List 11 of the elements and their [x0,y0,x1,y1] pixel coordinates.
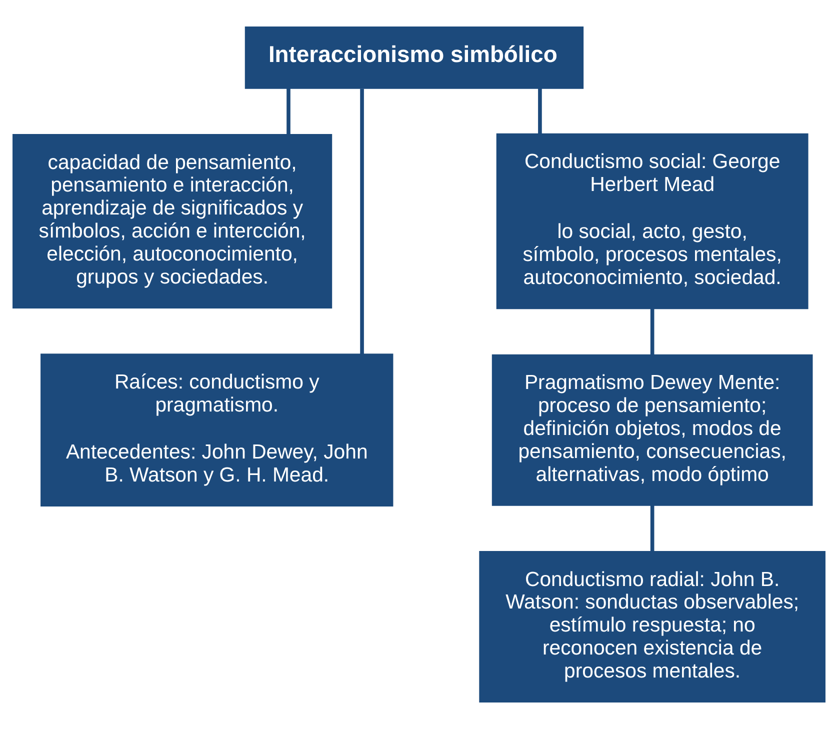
connector [650,506,654,552]
node-box: Interaccionismo simbólico [244,26,584,89]
connector [650,308,654,355]
connector [360,88,364,354]
node-box: Conductismo social: George Herbert Mead lo social, acto, gesto, símbolo, procesos mentales, autoconocimiento, sociedad. [496,133,808,310]
node-box: Raíces: conductismo y pragmatismo. Antecedentes: John Dewey, John B. Watson y G. H. Mead. [40,354,394,506]
node-box: Conductismo radial: John B. Watson: sonductas observables; estímulo respuesta; no reconocen existencia de procesos mentales. [479,551,826,703]
node-box: capacidad de pensamiento, pensamiento e interacción, aprendizaje de significados y símbolos, acción e intercción, elección, autoconocimiento, grupos y sociedades. [12,134,332,308]
connector [286,88,290,134]
node-box: Pragmatismo Dewey Mente: proceso de pensamiento; definición objetos, modos de pensamiento, consecuencias, alternativas, modo óptimo [492,354,813,506]
connector [538,88,542,134]
